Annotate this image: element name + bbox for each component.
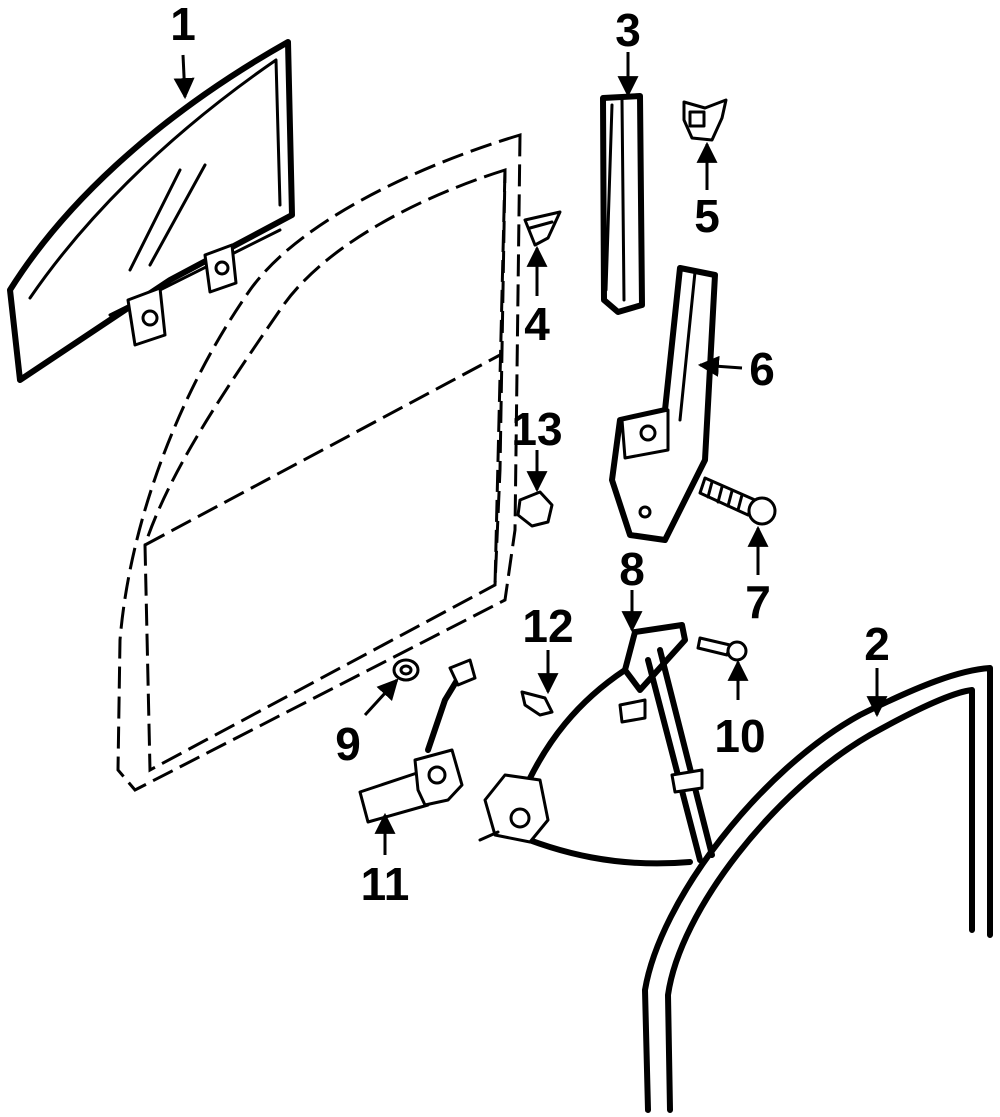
- door-outline: [116, 132, 522, 792]
- screw-part-10: [696, 636, 748, 662]
- bolt-part-7: [698, 476, 777, 526]
- rear-channel: [609, 265, 718, 543]
- callout-8: 8: [619, 543, 645, 595]
- grommet-part-9: [392, 658, 420, 682]
- callout-1: 1: [170, 0, 196, 50]
- run-channel: [642, 665, 993, 1113]
- callout-7: 7: [745, 576, 771, 628]
- bolt-part-12: [520, 690, 554, 717]
- door-glass: [7, 39, 295, 383]
- bracket-clip-part-5: [682, 98, 728, 142]
- regulator-motor: [358, 658, 477, 824]
- callout-4: 4: [524, 298, 550, 350]
- callout-12: 12: [522, 600, 573, 652]
- callout-6: 6: [749, 343, 775, 395]
- callout-3: 3: [615, 4, 641, 56]
- callout-13: 13: [511, 403, 562, 455]
- leader-lines: [173, 52, 888, 855]
- callout-5: 5: [694, 190, 720, 242]
- callout-2: 2: [864, 618, 890, 670]
- front-channel: [600, 93, 645, 315]
- callout-10: 10: [714, 710, 765, 762]
- callout-11: 11: [361, 858, 410, 910]
- bumper-part-13: [516, 490, 554, 528]
- callout-9: 9: [335, 718, 361, 770]
- callouts: 1 2 3 4 5 6 7 8 9 10 11 12 13: [170, 0, 890, 910]
- clip-part-4: [523, 210, 562, 247]
- window-regulator: [478, 622, 715, 867]
